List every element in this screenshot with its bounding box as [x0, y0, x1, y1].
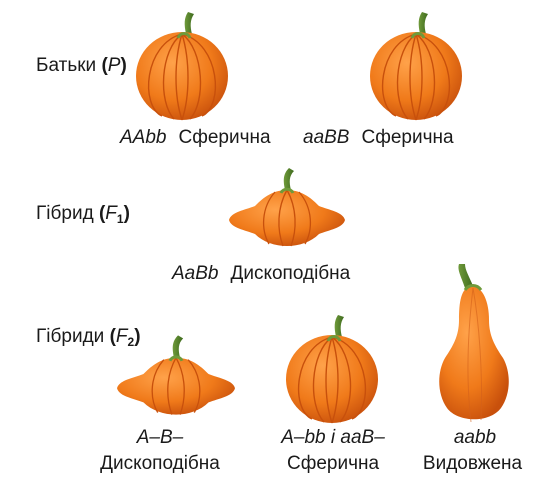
parent-2-caption: aaBB Сферична: [303, 127, 454, 149]
genotype-label: AaBb: [172, 263, 218, 284]
spherical-pumpkin-icon: [368, 10, 464, 122]
parent-1-caption: AAbb Сферична: [120, 127, 271, 149]
parents-label: Батьки (P): [36, 55, 127, 77]
phenotype-label: Сферична: [178, 127, 270, 148]
phenotype-label: Дископодібна: [230, 263, 350, 284]
f2-disc-phenotype: Дископодібна: [80, 453, 240, 475]
f2-disc-genotype: A–B–: [100, 427, 220, 449]
spherical-pumpkin-icon: [134, 10, 230, 122]
spherical-pumpkin-icon: [284, 313, 380, 425]
f2-spherical-genotype: A–bb і aaB–: [258, 427, 408, 449]
f1-caption: AaBb Дископодібна: [172, 263, 350, 285]
genotype-label: AAbb: [120, 127, 166, 148]
f2-elongated-phenotype: Видовжена: [410, 453, 535, 475]
f2-elongated-genotype: aabb: [425, 427, 525, 449]
disc-pumpkin-icon: [115, 335, 237, 417]
f2-spherical-phenotype: Сферична: [268, 453, 398, 475]
elongated-pumpkin-icon: [435, 262, 513, 426]
f1-label: Гібрид (F1): [36, 203, 130, 226]
disc-pumpkin-icon: [227, 168, 347, 248]
genotype-label: aaBB: [303, 127, 349, 148]
phenotype-label: Сферична: [361, 127, 453, 148]
